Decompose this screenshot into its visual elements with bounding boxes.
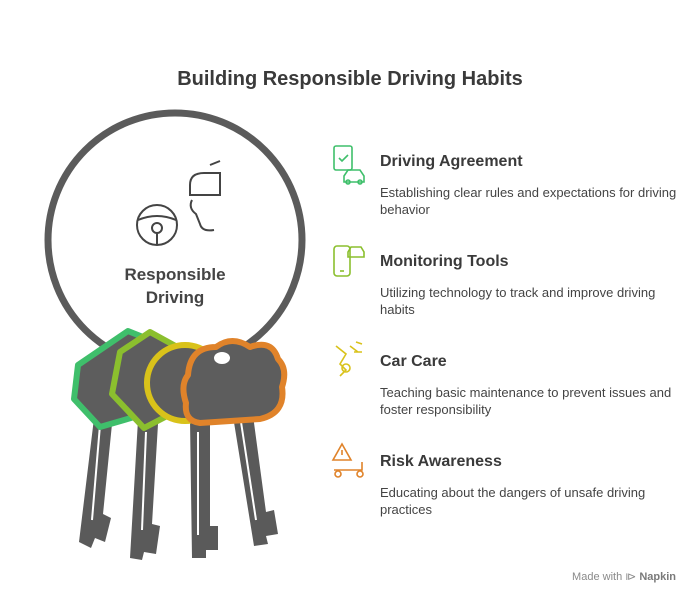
page-title: Building Responsible Driving Habits: [177, 68, 523, 90]
item-heading: Car Care: [380, 353, 447, 370]
key-blades: [79, 408, 278, 560]
napkin-logo-icon: ⧐: [625, 571, 637, 583]
item-heading: Risk Awareness: [380, 453, 502, 470]
footer-brand: Napkin: [639, 571, 676, 583]
key-blade-grooves: [91, 421, 257, 535]
footer-prefix: Made with: [572, 571, 623, 583]
key-hole: [214, 352, 230, 364]
center-label-line-2: Driving: [145, 288, 205, 307]
driver-head-icon: [189, 160, 221, 232]
warning-scooter-icon: [331, 442, 364, 478]
contract-car-icon: [333, 145, 365, 185]
phone-car-icon: [333, 245, 365, 277]
item-description: Establishing clear rules and expectation…: [380, 185, 677, 217]
item-heading: Monitoring Tools: [380, 253, 509, 270]
item-description: Teaching basic maintenance to prevent is…: [380, 385, 672, 417]
item-description: Educating about the dangers of unsafe dr…: [380, 485, 646, 517]
item-description: Utilizing technology to track and improv…: [380, 285, 656, 317]
steering-wheel-icon: [136, 204, 178, 246]
key-ring: [44, 109, 306, 371]
center-label-line-1: Responsible: [124, 265, 226, 284]
center-label: Responsible Driving: [100, 263, 250, 309]
key-head-orange: [180, 338, 288, 426]
spray-tool-icon: [335, 341, 363, 377]
made-with-footer[interactable]: Made with ⧐ Napkin: [572, 570, 676, 583]
item-heading: Driving Agreement: [380, 153, 523, 170]
